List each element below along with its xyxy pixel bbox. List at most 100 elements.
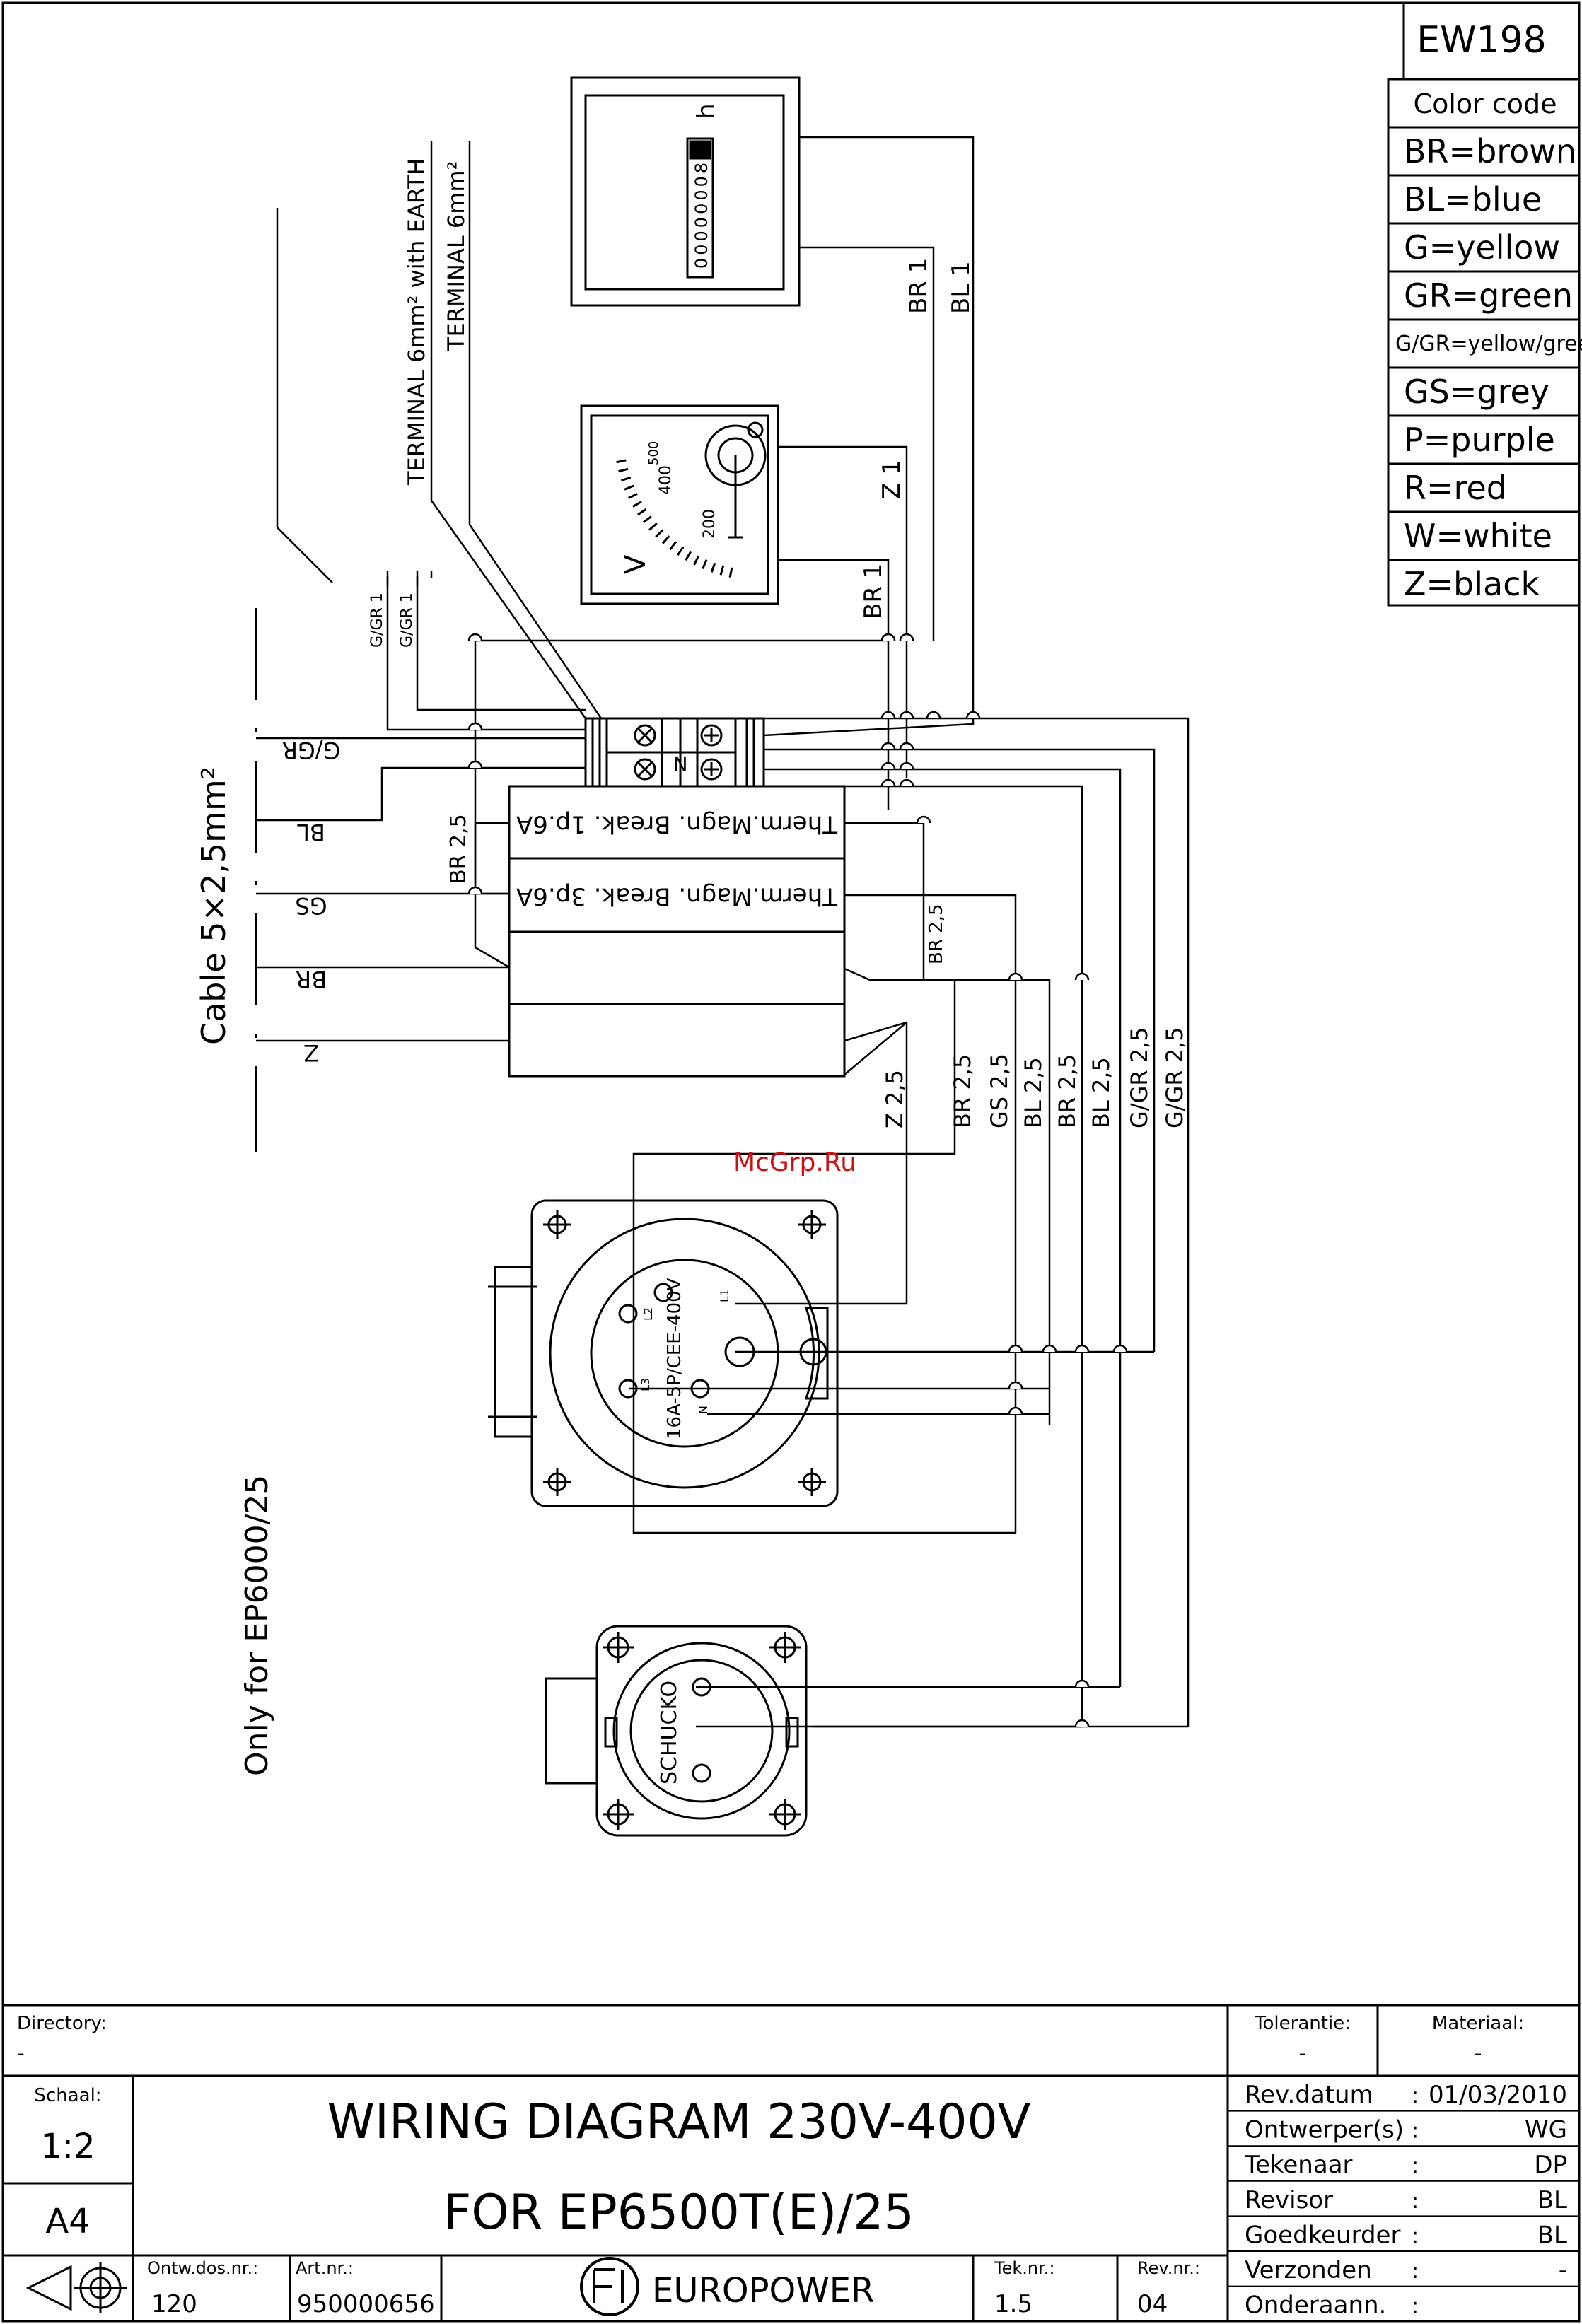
- cee-socket-400v: [488, 1199, 839, 1507]
- directory-label: Directory:: [17, 2013, 107, 2034]
- schaal-value: 1:2: [40, 2127, 95, 2166]
- color-code-entry: W=white: [1404, 517, 1552, 555]
- bottom-wire-label: G/GR 2,5: [1126, 1027, 1153, 1128]
- color-code-entry: R=red: [1404, 469, 1507, 507]
- info-row-colon: :: [1412, 2224, 1419, 2248]
- color-code-legend: [1387, 3, 1581, 607]
- tolerantie-label: Tolerantie:: [1254, 2013, 1351, 2034]
- watermark: McGrp.Ru: [733, 1148, 856, 1177]
- voltmeter-label: V: [620, 554, 652, 574]
- color-code-entry: G=yellow: [1404, 228, 1560, 267]
- rev-value: 04: [1137, 2290, 1168, 2318]
- info-row-colon: :: [1412, 2294, 1419, 2319]
- wire-br1-top: BR 1: [905, 258, 933, 314]
- cable-wire-label: GS: [295, 892, 327, 919]
- info-row-label: Rev.datum: [1245, 2081, 1373, 2109]
- tek-value: 1.5: [994, 2290, 1033, 2318]
- color-code-entry: G/GR=yellow/green: [1395, 332, 1582, 356]
- schuko-label: SCHUCKO: [657, 1681, 682, 1785]
- wire-br1-volt: BR 1: [859, 564, 888, 619]
- info-row-value: BL: [1537, 2221, 1567, 2249]
- info-row-colon: :: [1412, 2119, 1419, 2144]
- terminal-label: TERMINAL 6mm²: [443, 161, 470, 351]
- bottom-wire-label: Z 2,5: [881, 1070, 908, 1128]
- br25-left: BR 2,5: [446, 814, 471, 884]
- cable-wire-label: BL: [297, 819, 325, 846]
- color-code-entry: GS=grey: [1404, 373, 1549, 411]
- info-row-label: Onderaann.: [1245, 2291, 1386, 2320]
- schuko-socket: [545, 1625, 808, 1837]
- title-block: [3, 2004, 1579, 2321]
- cee-pin-label: L1: [718, 1289, 731, 1302]
- cee-pin-label: L2: [641, 1307, 655, 1321]
- wire-ggr1-b: G/GR 1: [398, 592, 416, 648]
- info-row-value: -: [1559, 2256, 1567, 2284]
- bottom-wire-label: BR 2,5: [1054, 1054, 1081, 1128]
- info-row-value: DP: [1534, 2151, 1567, 2179]
- cable-wire-label: BR: [296, 966, 327, 993]
- info-row-label: Ontwerper(s): [1245, 2116, 1404, 2144]
- tolerantie-value: -: [1299, 2041, 1307, 2066]
- info-row-colon: :: [1412, 2189, 1419, 2214]
- voltmeter-scale-500: 500: [646, 441, 661, 465]
- color-code-title: Color code: [1414, 88, 1557, 119]
- voltmeter-scale-200: 200: [701, 509, 719, 539]
- info-row-label: Tekenaar: [1244, 2151, 1353, 2179]
- ontw-value: 120: [151, 2290, 197, 2318]
- tek-label: Tek.nr.:: [994, 2258, 1054, 2278]
- voltmeter: [580, 404, 779, 605]
- title-line-2: FOR EP6500T(E)/25: [443, 2185, 914, 2241]
- color-code-entry: BL=blue: [1404, 180, 1542, 218]
- drawing-code: EW198: [1417, 19, 1547, 62]
- color-code-entry: BR=brown: [1404, 132, 1576, 170]
- breaker-1p-label: Therm.Magn. Break. 1p.6A: [516, 810, 838, 839]
- bottom-wire-label: GS 2,5: [986, 1053, 1013, 1128]
- hour-meter-unit: h: [692, 103, 721, 119]
- directory-value: -: [17, 2041, 25, 2066]
- schaal-label: Schaal:: [34, 2085, 101, 2106]
- info-row-label: Goedkeurder: [1245, 2221, 1400, 2249]
- terminal-earth-label: TERMINAL 6mm² with EARTH: [403, 158, 430, 486]
- info-row-label: Verzonden: [1245, 2256, 1372, 2284]
- hour-meter: [570, 76, 801, 307]
- voltmeter-scale-400: 400: [657, 465, 675, 495]
- bottom-wire-label: G/GR 2,5: [1161, 1027, 1188, 1128]
- ontw-label: Ontw.dos.nr.:: [147, 2258, 258, 2278]
- cable-label: Cable 5×2,5mm²: [194, 766, 233, 1045]
- info-row-colon: :: [1412, 2259, 1419, 2284]
- color-code-entry: Z=black: [1404, 565, 1540, 603]
- info-row-label: Revisor: [1245, 2186, 1333, 2214]
- europower-logo: [580, 2257, 639, 2316]
- info-row-colon: :: [1412, 2084, 1419, 2108]
- cee-pin-label: L3: [639, 1378, 652, 1391]
- art-value: 950000656: [297, 2290, 435, 2318]
- rev-label: Rev.nr.:: [1137, 2258, 1200, 2278]
- info-row-value: WG: [1525, 2116, 1567, 2144]
- format-value: A4: [45, 2202, 90, 2241]
- terminal-block: [584, 717, 765, 788]
- projection-symbol-icon: [25, 2262, 127, 2313]
- company-name: EUROPOWER: [652, 2271, 874, 2311]
- art-label: Art.nr.:: [296, 2258, 354, 2278]
- breaker-block: [508, 785, 846, 1078]
- br25-mid: BR 2,5: [926, 904, 947, 964]
- wire-ggr1-a: G/GR 1: [368, 592, 386, 648]
- wire-z1: Z 1: [878, 460, 906, 499]
- wire-bl1-top: BL 1: [947, 261, 975, 314]
- color-code-entry: P=purple: [1404, 421, 1555, 459]
- materiaal-label: Materiaal:: [1432, 2013, 1524, 2034]
- terminal-n-label: N: [673, 752, 688, 775]
- bottom-wire-label: BR 2,5: [949, 1054, 976, 1128]
- title-line-1: WIRING DIAGRAM 230V-400V: [327, 2094, 1031, 2150]
- bottom-wire-label: BL 2,5: [1020, 1057, 1047, 1128]
- cable-wire-label: G/GR: [282, 737, 341, 764]
- color-code-entry: GR=green: [1404, 276, 1573, 315]
- info-row-colon: :: [1412, 2154, 1419, 2178]
- only-for-label: Only for EP6000/25: [239, 1475, 275, 1776]
- info-row-value: BL: [1537, 2186, 1567, 2214]
- cable-wire-label: Z: [303, 1039, 319, 1066]
- cee-pin-label: N: [697, 1406, 710, 1414]
- cee-socket-label: 16A-5P/CEE-400V: [664, 1278, 685, 1440]
